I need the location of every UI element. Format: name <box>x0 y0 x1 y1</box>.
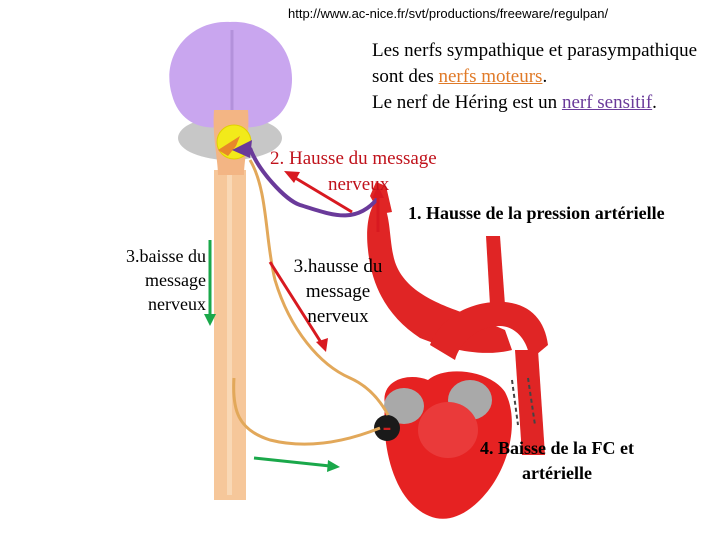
aorta-arch <box>430 301 548 360</box>
arrow-step2-head <box>284 171 300 183</box>
nerve-hering-arrowhead <box>232 140 252 158</box>
spinal-cord-center-line <box>227 175 232 495</box>
label-step3-middle: 3.hausse du message nerveux <box>293 256 383 327</box>
intro-text: Les nerfs sympathique et parasympathique… <box>372 38 717 116</box>
arrow-step3-middle-head <box>316 338 328 352</box>
intro-line1: Les nerfs sympathique et parasympathique… <box>372 40 698 87</box>
label-step1: 1. Hausse de la pression artérielle <box>408 203 665 223</box>
label-step2-line2: nerveux <box>328 174 390 195</box>
aorta-dashed-right <box>527 377 536 426</box>
arrow-step4 <box>253 456 331 468</box>
aorta-descending <box>515 350 545 455</box>
source-url[interactable]: http://www.ac-nice.fr/svt/productions/fr… <box>288 6 609 21</box>
heart-atrium-gray-left <box>384 388 424 424</box>
arrow-step4-head <box>327 460 340 472</box>
arrow-step1-head <box>372 186 384 198</box>
inhibition-circle <box>374 415 400 441</box>
label-step2: 2. Hausse du message nerveux <box>270 146 470 198</box>
intro-line1-end: . <box>542 66 548 87</box>
arrow-step2 <box>291 174 353 214</box>
aorta-branch-right <box>486 236 505 305</box>
nerf-sensitif-link[interactable]: nerf sensitif <box>561 92 653 113</box>
aorta-dashed-left <box>511 379 519 426</box>
bulb-orange-marker <box>218 136 240 156</box>
nerve-hering <box>248 147 380 218</box>
arrow-step3-left-head <box>204 314 216 326</box>
heart-chamber-highlight <box>418 402 478 458</box>
nerve-spinal-to-heart <box>232 377 381 446</box>
label-step2-line1: 2. Hausse du message <box>270 148 437 169</box>
nerfs-moteurs-link[interactable]: nerfs moteurs <box>438 66 543 87</box>
carotid-artery <box>367 200 512 353</box>
intro-line2: Le nerf de Héring est un <box>372 92 562 113</box>
minus-symbol: - <box>382 412 392 441</box>
arrow-step3-middle <box>268 261 324 345</box>
intro-line2-end: . <box>652 92 657 113</box>
label-step3-left: 3.baisse du message nerveux <box>126 246 206 314</box>
label-step4: 4. Baisse de la FC et artérielle <box>480 438 634 483</box>
nerve-vagus <box>248 159 390 416</box>
